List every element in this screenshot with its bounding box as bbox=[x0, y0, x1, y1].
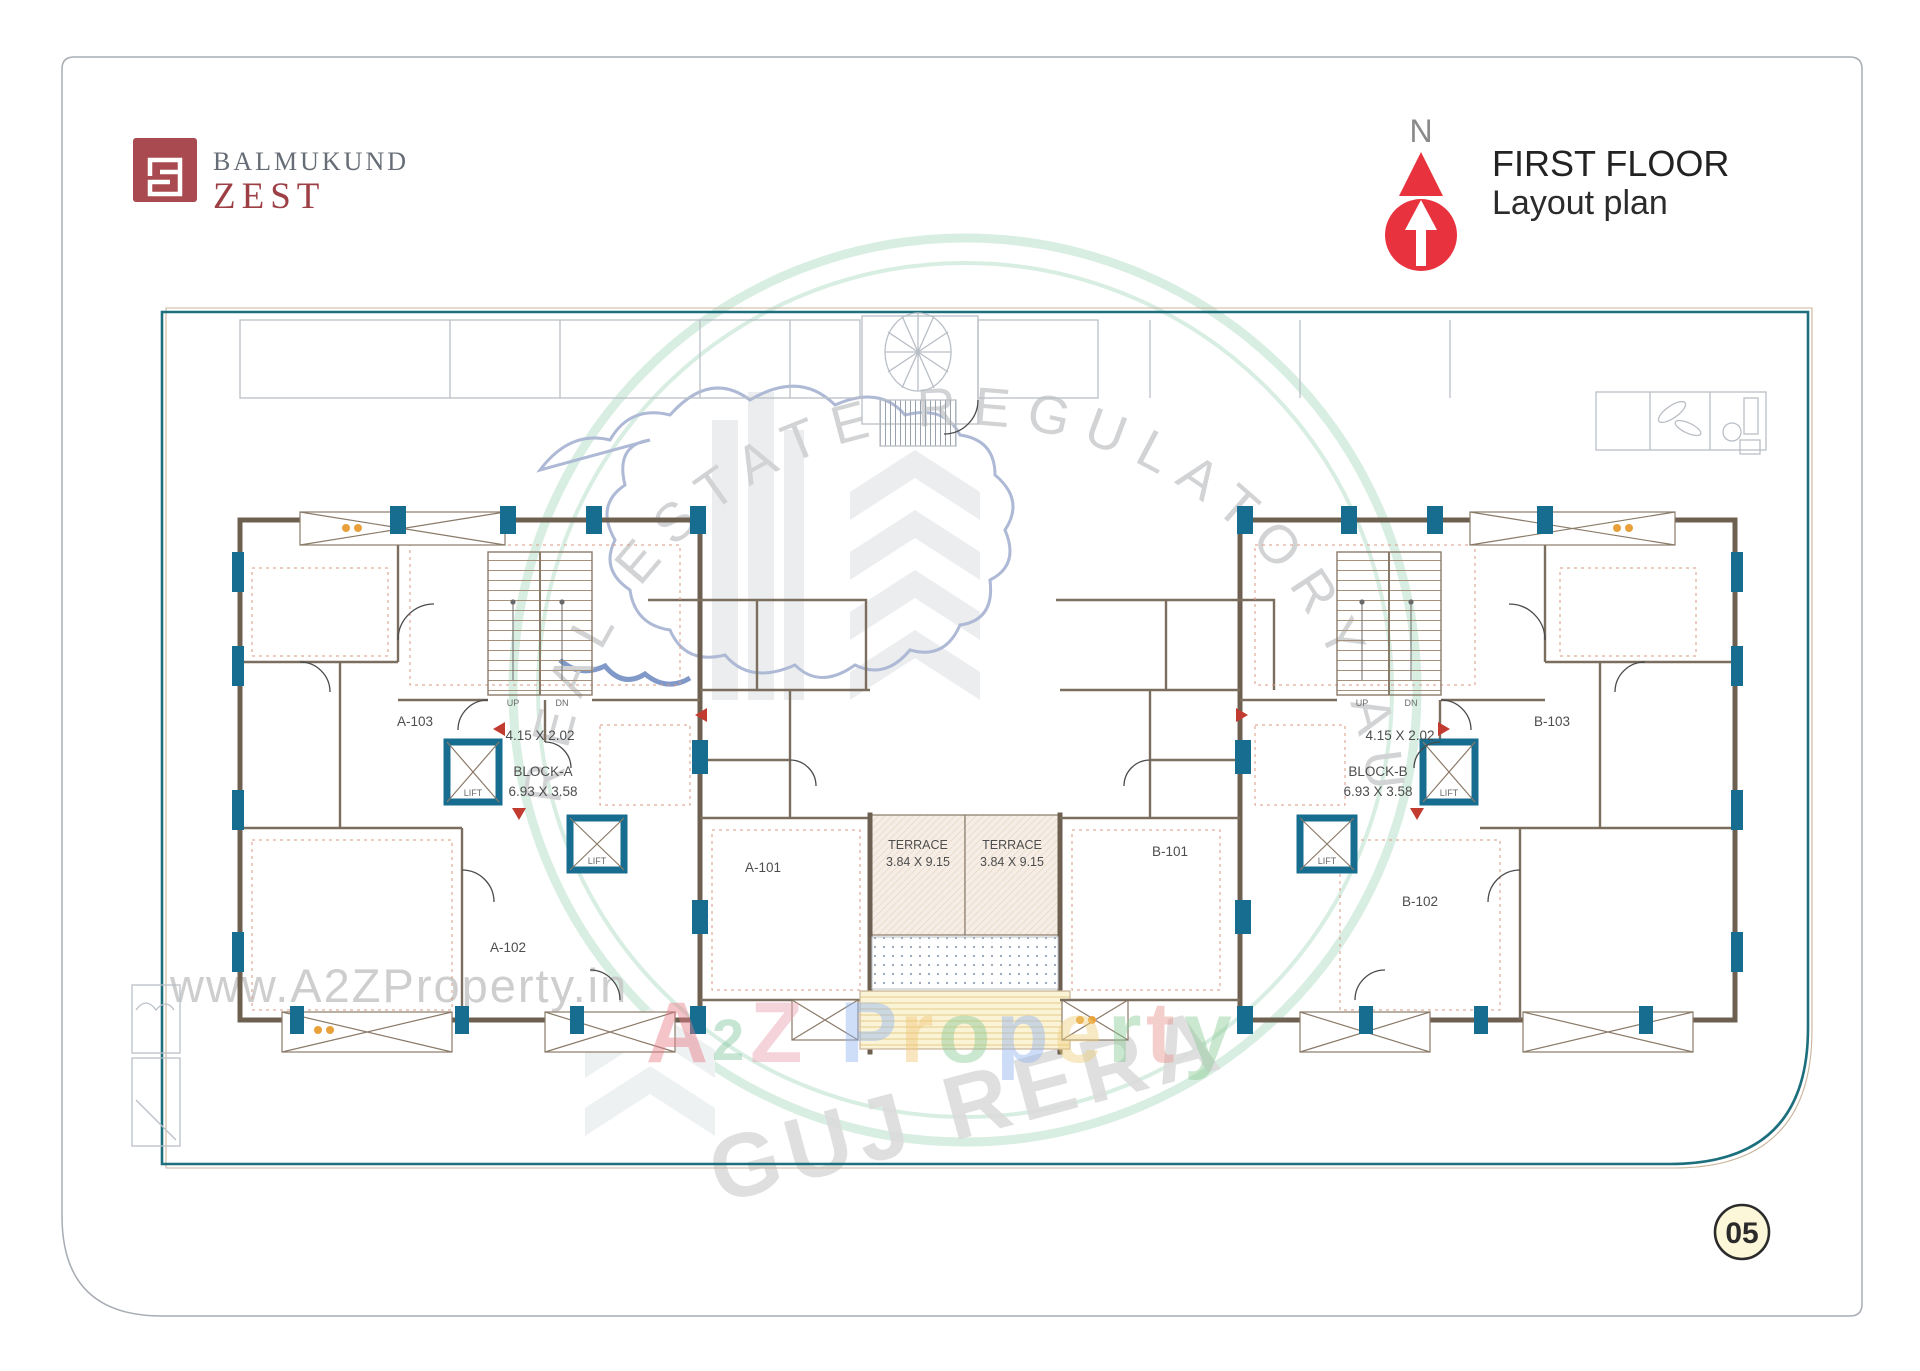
watermark-letter: P bbox=[840, 985, 897, 1081]
watermark-letter: t bbox=[1146, 985, 1175, 1081]
watermark-letter: r bbox=[1108, 985, 1141, 1081]
block-a-lift-2: LIFT bbox=[566, 814, 628, 874]
lift-label: LIFT bbox=[588, 856, 607, 866]
block-b-columns bbox=[1235, 506, 1743, 1034]
block-b-balconies bbox=[1299, 511, 1694, 1053]
plan-border bbox=[160, 310, 1810, 1166]
page-number: 05 bbox=[1725, 1217, 1758, 1250]
lift-label: LIFT bbox=[1318, 856, 1337, 866]
north-label: N bbox=[1409, 113, 1432, 149]
terrace-label: TERRACE bbox=[982, 838, 1042, 852]
block-b-wing: UP DN LIFT LIFT bbox=[1056, 506, 1743, 1053]
unit-label-b101: B-101 bbox=[1152, 844, 1188, 859]
terrace-label: TERRACE bbox=[888, 838, 948, 852]
logo-product-text: ZEST bbox=[213, 176, 325, 217]
unit-label-b103: B-103 bbox=[1534, 714, 1570, 729]
logo-brand-text: BALMUKUND bbox=[213, 147, 409, 176]
block-b-staircase: UP DN bbox=[1336, 551, 1442, 708]
page-title-line1: FIRST FLOOR bbox=[1492, 143, 1729, 184]
block-a-lift-1: LIFT bbox=[443, 738, 503, 806]
arc-watermark-text: REAL ESTATE REGULATORY AUTHORITY bbox=[0, 0, 1402, 809]
lift-label: LIFT bbox=[464, 788, 483, 798]
lift-label: LIFT bbox=[1440, 788, 1459, 798]
unit-label-a101: A-101 bbox=[745, 860, 781, 875]
svg-text:REAL ESTATE REGULATORY AUTHORI: REAL ESTATE REGULATORY AUTHORITY bbox=[0, 0, 1418, 809]
north-arrow: N bbox=[1385, 113, 1457, 271]
balmukund-zest-logo: BALMUKUND ZEST bbox=[133, 138, 409, 217]
terrace-dim: 3.84 X 9.15 bbox=[886, 855, 950, 869]
page-title-line2: Layout plan bbox=[1492, 184, 1668, 222]
site-left-boxes bbox=[131, 984, 181, 1147]
block-b-lift-1: LIFT bbox=[1419, 738, 1479, 806]
watermark-letter: Z bbox=[750, 985, 803, 1081]
page-number-badge: 05 bbox=[1713, 1203, 1771, 1261]
block-b-lift-2: LIFT bbox=[1296, 814, 1358, 874]
watermark-letter: y bbox=[1184, 985, 1232, 1081]
block-b-lobby-dim: 4.15 X 2.02 bbox=[1365, 728, 1434, 743]
block-a-label: BLOCK-A bbox=[513, 764, 572, 779]
block-a-staircase: UP DN bbox=[487, 551, 593, 708]
terrace-dim: 3.84 X 9.15 bbox=[980, 855, 1044, 869]
site-top-band bbox=[239, 312, 1767, 455]
url-watermark: www.A2ZProperty.in bbox=[169, 959, 628, 1012]
watermark-letter: e bbox=[1054, 985, 1102, 1081]
watermark-letter: r bbox=[900, 985, 933, 1081]
watermark-letter: A bbox=[646, 985, 708, 1081]
stair-up-label: UP bbox=[1356, 698, 1369, 708]
watermark-letter: p bbox=[996, 985, 1049, 1081]
block-a-lobby-dim: 4.15 X 2.02 bbox=[505, 728, 574, 743]
north-arrow-tip-icon bbox=[1399, 152, 1443, 196]
stair-dn-label: DN bbox=[556, 698, 569, 708]
building-watermark-glyph bbox=[585, 392, 980, 1136]
block-a-dim: 6.93 X 3.58 bbox=[508, 784, 577, 799]
block-a-wing: UP DN LIFT LIFT bbox=[232, 506, 870, 1053]
a2z-property-watermark: A 2 Z P r o p e r t y bbox=[646, 985, 1232, 1081]
stair-dn-label: DN bbox=[1405, 698, 1418, 708]
watermark-letter: 2 bbox=[712, 1008, 744, 1073]
watermark-letter: o bbox=[938, 985, 991, 1081]
block-a-columns bbox=[232, 506, 708, 1034]
unit-label-a103: A-103 bbox=[397, 714, 433, 729]
logo-z-glyph bbox=[147, 157, 183, 197]
central-terraces: TERRACE 3.84 X 9.15 TERRACE 3.84 X 9.15 bbox=[791, 812, 1129, 1055]
block-b-dim: 6.93 X 3.58 bbox=[1343, 784, 1412, 799]
block-b-label: BLOCK-B bbox=[1348, 764, 1407, 779]
stair-up-label: UP bbox=[507, 698, 520, 708]
terrace-right: TERRACE 3.84 X 9.15 bbox=[980, 838, 1044, 869]
plan-border-outer bbox=[165, 307, 1813, 1169]
page-title: FIRST FLOOR Layout plan bbox=[1492, 143, 1729, 222]
unit-label-b102: B-102 bbox=[1402, 894, 1438, 909]
terrace-left: TERRACE 3.84 X 9.15 bbox=[886, 838, 950, 869]
unit-label-a102: A-102 bbox=[490, 940, 526, 955]
page-border bbox=[61, 56, 1863, 1317]
